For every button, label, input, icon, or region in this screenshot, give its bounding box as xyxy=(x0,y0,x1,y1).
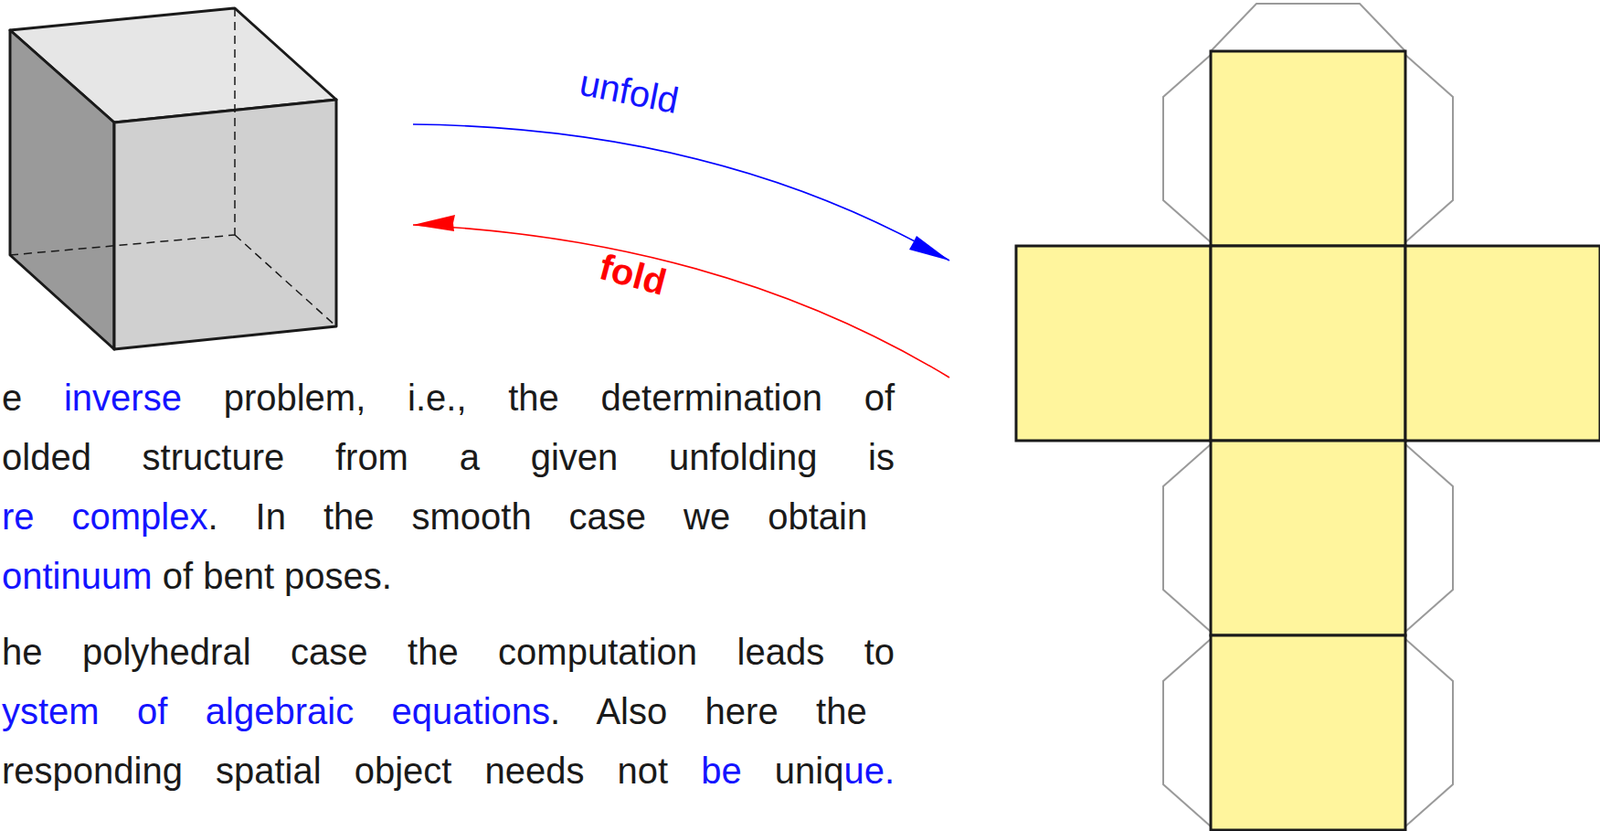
body-text-line: he polyhedral case the computation leads… xyxy=(1,633,895,670)
net-face xyxy=(1210,51,1406,246)
fold-arrow xyxy=(413,224,950,378)
net-face xyxy=(1016,245,1211,441)
body-text-line: olded structure from a given unfolding i… xyxy=(1,438,895,476)
unfold-arrow-head xyxy=(909,235,950,261)
net-face xyxy=(1210,635,1406,830)
glue-flap xyxy=(1405,638,1453,827)
cube-net xyxy=(1016,3,1600,830)
glue-flap xyxy=(1163,54,1211,243)
hidden-edges xyxy=(10,8,337,327)
net-face xyxy=(1405,245,1600,441)
glue-flap xyxy=(1163,444,1211,632)
net-face xyxy=(1210,440,1406,636)
arrow-label: fold xyxy=(595,245,671,303)
glue-flap xyxy=(1210,3,1406,52)
body-text-line: responding spatial object needs not be u… xyxy=(1,752,895,789)
glue-flap xyxy=(1405,54,1453,243)
cube xyxy=(10,8,337,350)
unfold-arrow xyxy=(413,124,950,261)
glue-flap xyxy=(1405,444,1453,632)
body-text-line: re complex. In the smooth case we obtain xyxy=(1,498,868,535)
body-text-line: ontinuum of bent poses. xyxy=(1,557,393,594)
net-face xyxy=(1210,245,1406,441)
arrow-label: unfold xyxy=(575,62,682,122)
body-text-line: e inverse problem, i.e., the determinati… xyxy=(1,379,895,416)
fold-arrow-head xyxy=(413,214,456,232)
glue-flap xyxy=(1163,638,1211,827)
body-text-line: ystem of algebraic equations. Also here … xyxy=(1,692,868,730)
